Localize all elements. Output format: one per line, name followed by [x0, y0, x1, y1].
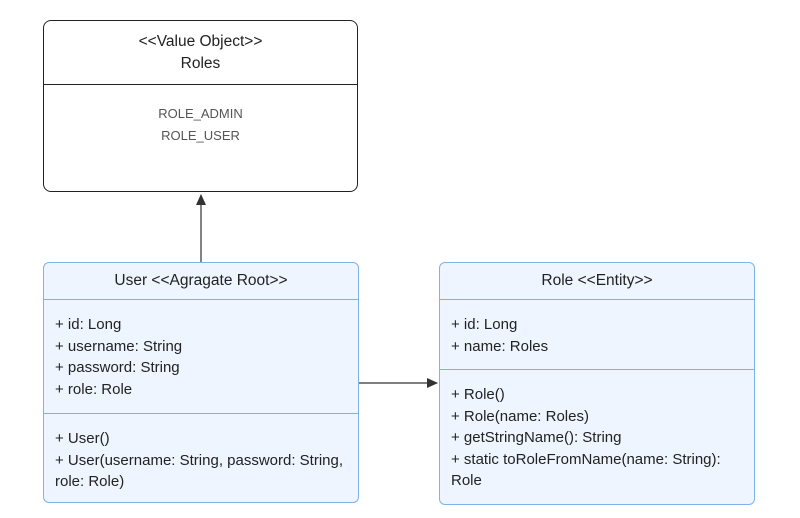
enum-value: ROLE_USER	[161, 128, 240, 143]
attribute: + name: Roles	[451, 337, 549, 355]
attribute: + id: Long	[451, 316, 518, 333]
class-role-methods: + Role() + Role(name: Roles) + getString…	[440, 370, 754, 492]
value-object-name: Roles	[180, 55, 221, 72]
method: + getStringName(): String	[451, 429, 622, 446]
method: + User()	[55, 430, 110, 447]
method: + User(username: String, password: Strin…	[55, 451, 344, 491]
value-object-roles: <<Value Object>> Roles ROLE_ADMIN ROLE_U…	[43, 20, 358, 192]
method: + static toRoleFromName(name: String): R…	[451, 450, 721, 490]
class-user-methods: + User() + User(username: String, passwo…	[44, 414, 358, 493]
class-role-title: Role <<Entity>>	[440, 263, 754, 300]
attribute: + role: Role	[55, 380, 133, 398]
class-user-attributes: + id: Long + username: String + password…	[44, 300, 358, 414]
attribute: + username: String	[55, 337, 183, 355]
attribute: + id: Long	[55, 316, 122, 333]
class-user: User <<Agragate Root>> + id: Long + user…	[43, 262, 359, 503]
method: + Role(name: Roles)	[451, 407, 589, 425]
enum-value: ROLE_ADMIN	[158, 106, 243, 121]
attribute: + password: String	[55, 359, 180, 376]
method: + Role()	[451, 386, 505, 403]
value-object-header: <<Value Object>> Roles	[44, 21, 357, 85]
class-role: Role <<Entity>> + id: Long + name: Roles…	[439, 262, 755, 505]
value-object-values: ROLE_ADMIN ROLE_USER	[44, 85, 357, 147]
value-object-stereotype: <<Value Object>>	[138, 33, 263, 50]
class-user-title: User <<Agragate Root>>	[44, 263, 358, 300]
class-role-attributes: + id: Long + name: Roles	[440, 300, 754, 370]
